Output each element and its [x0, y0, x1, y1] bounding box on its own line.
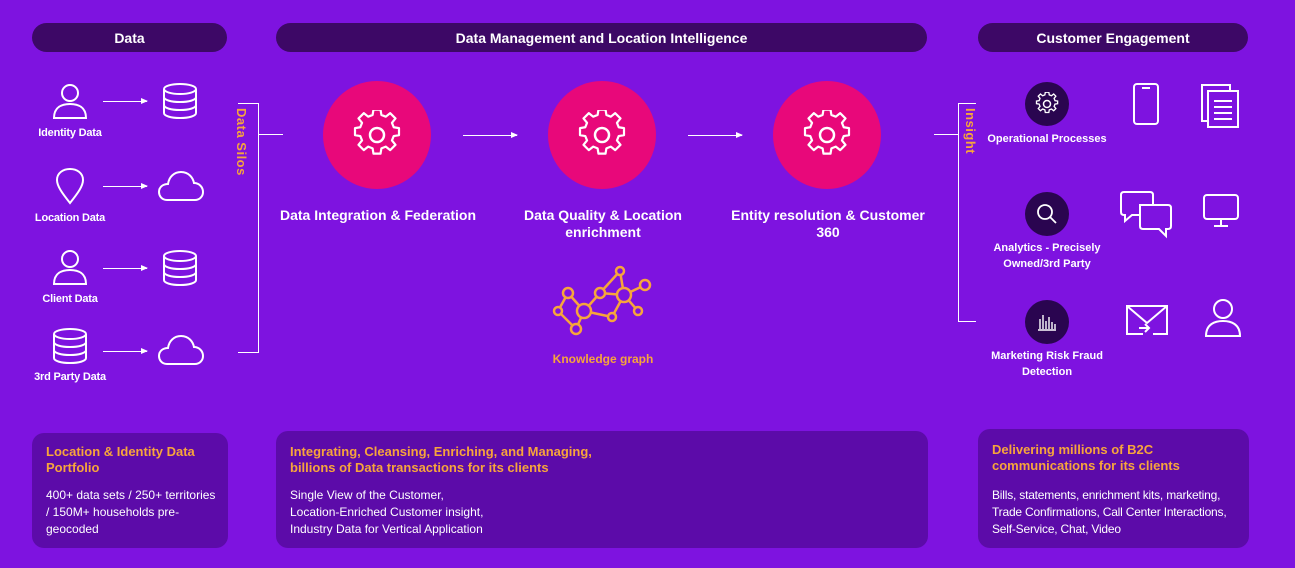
arrow — [103, 183, 148, 189]
engagement-operational-label: Operational Processes — [987, 133, 1107, 145]
delivery-heading: Delivering millions of B2C communication… — [992, 442, 1180, 473]
insight-bracket — [958, 103, 959, 322]
silos-bracket-top — [238, 103, 259, 104]
cloud-icon — [157, 334, 205, 365]
header-management: Data Management and Location Intelligenc… — [276, 23, 927, 52]
management-line: Single View of the Customer, — [290, 488, 444, 502]
database-icon — [163, 250, 197, 286]
header-engagement: Customer Engagement — [978, 23, 1248, 52]
documents-icon — [1201, 84, 1239, 128]
engagement-analytics-label: Analytics - Precisely Owned/3rd Party — [993, 242, 1101, 270]
gear-icon — [803, 110, 851, 155]
database-icon — [53, 328, 87, 365]
silos-connector — [259, 134, 283, 135]
engagement-marketing-circle — [1025, 300, 1069, 344]
insight-connector — [934, 134, 959, 135]
stage-integration-circle — [323, 81, 431, 189]
arrow — [103, 265, 148, 271]
engagement-analytics-circle — [1025, 192, 1069, 236]
envelope-icon — [1126, 305, 1168, 335]
engagement-operational-circle — [1025, 82, 1069, 126]
source-label: Location Data — [34, 212, 106, 224]
gear-icon — [353, 110, 401, 155]
source-label: Identity Data — [38, 127, 102, 139]
portfolio-box: Location & Identity Data Portfolio 400+ … — [32, 433, 228, 548]
data-silos-label: Data Silos — [234, 108, 249, 176]
delivery-body: Bills, statements, enrichment kits, mark… — [992, 488, 1227, 536]
management-line: Industry Data for Vertical Application — [290, 522, 483, 536]
stage-entity-circle — [773, 81, 881, 189]
stage-quality-circle — [548, 81, 656, 189]
insight-bracket-top — [958, 103, 976, 104]
portfolio-heading: Location & Identity Data Portfolio — [46, 444, 195, 475]
delivery-box: Delivering millions of B2C communication… — [978, 429, 1249, 548]
insight-bracket-bottom — [958, 321, 976, 322]
gear-icon — [1035, 92, 1059, 114]
insight-label: Insight — [963, 108, 978, 155]
knowledge-graph-icon — [552, 265, 652, 336]
management-line: Location-Enriched Customer insight, — [290, 505, 484, 519]
management-list: Single View of the Customer, Location-En… — [290, 487, 890, 538]
bar-chart-icon — [1038, 315, 1056, 331]
source-identity-data: Identity Data — [20, 80, 120, 139]
stage-quality-label: Data Quality & Location enrichment — [524, 207, 682, 240]
stage-entity-label: Entity resolution & Customer 360 — [731, 207, 925, 240]
management-heading: Integrating, Cleansing, Enriching, and M… — [290, 444, 592, 475]
arrow — [463, 132, 518, 138]
arrow — [688, 132, 743, 138]
source-3rd-party-data: 3rd Party Data — [20, 328, 120, 383]
source-label: 3rd Party Data — [34, 371, 106, 383]
person-icon — [52, 84, 88, 119]
database-icon — [163, 83, 197, 119]
silos-bracket — [258, 103, 259, 353]
management-box: Integrating, Cleansing, Enriching, and M… — [276, 431, 928, 548]
knowledge-graph-label: Knowledge graph — [552, 352, 654, 366]
source-label: Client Data — [42, 293, 98, 305]
chat-icon — [1120, 191, 1172, 239]
cloud-icon — [157, 170, 205, 201]
arrow — [103, 98, 148, 104]
location-pin-icon — [55, 167, 85, 205]
header-data: Data — [32, 23, 227, 52]
person-icon — [1204, 299, 1242, 337]
source-location-data: Location Data — [20, 167, 120, 224]
engagement-marketing-label: Marketing Risk Fraud Detection — [991, 350, 1103, 378]
source-client-data: Client Data — [20, 246, 120, 305]
phone-icon — [1133, 83, 1159, 125]
monitor-icon — [1203, 194, 1239, 227]
arrow — [103, 348, 148, 354]
search-icon — [1037, 204, 1057, 224]
stage-integration-label: Data Integration & Federation — [279, 207, 477, 223]
portfolio-body: 400+ data sets / 250+ territories / 150M… — [46, 488, 216, 536]
silos-bracket-bottom — [238, 352, 259, 353]
person-icon — [52, 250, 88, 285]
gear-icon — [578, 110, 626, 155]
